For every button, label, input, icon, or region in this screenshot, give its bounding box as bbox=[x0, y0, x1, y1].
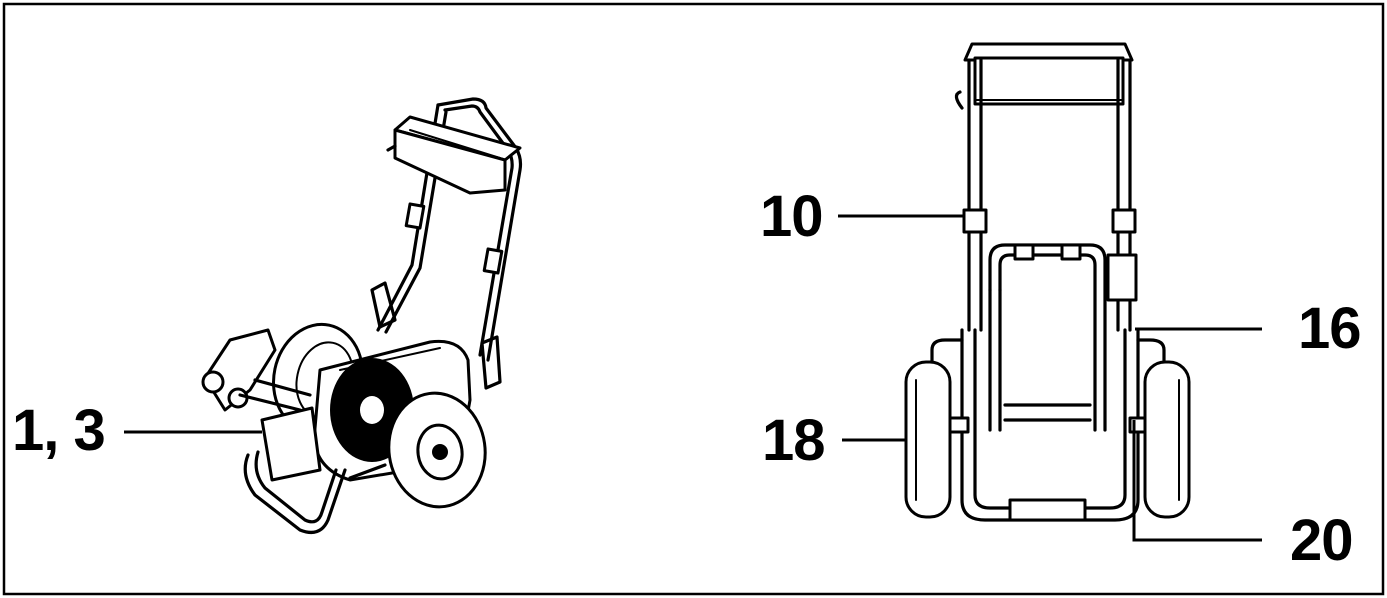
right-cart-front-view bbox=[904, 42, 1191, 522]
left-cart-isometric bbox=[201, 97, 523, 534]
callout-10: 10 bbox=[760, 184, 824, 249]
callout-20: 20 bbox=[1290, 508, 1354, 573]
leader-20 bbox=[1132, 420, 1262, 542]
callout-18: 18 bbox=[762, 408, 826, 473]
callout-16: 16 bbox=[1298, 296, 1362, 361]
callout-1-3: 1, 3 bbox=[12, 398, 106, 463]
